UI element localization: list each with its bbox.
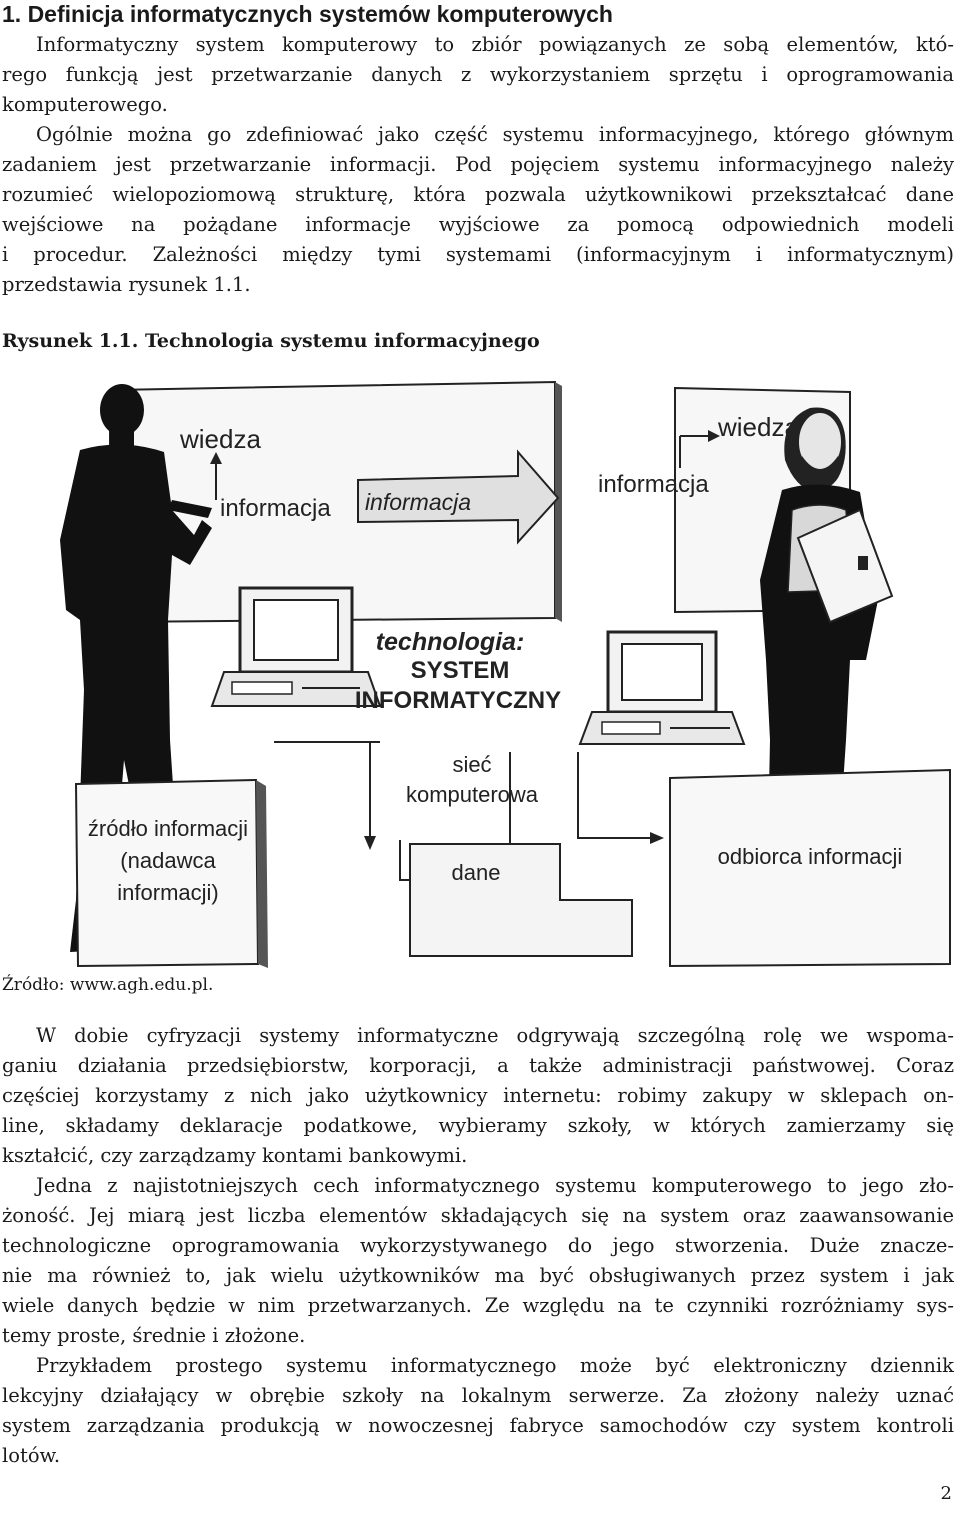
informacja-left-label: informacja xyxy=(220,495,331,522)
informacja-arrow: informacja xyxy=(357,449,560,545)
text-line: temy proste, średnie i złożone. xyxy=(2,1324,306,1347)
komputerowa-label: komputerowa xyxy=(406,782,539,807)
text-line: technologiczne oprogramowania wykorzysty… xyxy=(2,1234,954,1257)
body-paragraphs: W dobie cyfryzacji systemy informatyczne… xyxy=(2,1021,954,1471)
text-line: lekcyjny działający w obrębie szkoły na … xyxy=(2,1384,954,1407)
text-line: rozumieć wielopoziomową strukturę, która… xyxy=(2,183,954,206)
text-line: nie ma również to, jak wielu użytkownikó… xyxy=(2,1264,954,1287)
source-line-2: (nadawca xyxy=(120,848,216,873)
wiedza-left-label: wiedza xyxy=(179,424,261,454)
receiver-label: odbiorca informacji xyxy=(718,844,903,869)
text-line: W dobie cyfryzacji systemy informatyczne… xyxy=(36,1024,954,1047)
text-line: żoność. Jej miarą jest liczba elementów … xyxy=(2,1204,954,1227)
figure-source: Źródło: www.agh.edu.pl. xyxy=(2,975,214,995)
text-line: Jedna z najistotniejszych cech informaty… xyxy=(36,1174,954,1197)
network-arrowhead-right xyxy=(650,832,664,844)
text-line: Informatyczny system komputerowy to zbió… xyxy=(36,33,954,56)
source-line-1: źródło informacji xyxy=(88,816,248,841)
system-label: SYSTEM xyxy=(411,657,510,684)
text-line: lotów. xyxy=(2,1444,61,1467)
text-line: ganiu działania przedsiębiorstw, korpora… xyxy=(2,1054,954,1077)
text-line: częściej korzystamy z nich jako użytkown… xyxy=(2,1084,954,1107)
intro-paragraph: Informatyczny system komputerowy to zbió… xyxy=(2,30,954,300)
text-line: zadaniem jest przetwarzanie informacji. … xyxy=(2,153,954,176)
text-line: kształcić, czy zarządzamy kontami bankow… xyxy=(2,1144,468,1167)
text-line: przedstawia rysunek 1.1. xyxy=(2,273,251,296)
text-line: line, składamy deklaracje podatkowe, wyb… xyxy=(2,1114,954,1137)
papers-held xyxy=(796,508,894,624)
technologia-label: technologia: xyxy=(376,628,525,656)
arrow-label: informacja xyxy=(365,489,471,515)
right-arrowhead xyxy=(708,430,720,442)
receiver-box: odbiorca informacji xyxy=(669,768,951,968)
text-line: wiele danych będzie w nim przetwarzanych… xyxy=(2,1294,954,1317)
figure-illustration: informacja wiedza informacja wiedza info… xyxy=(40,360,960,972)
computer-left xyxy=(210,586,382,707)
page-number: 2 xyxy=(940,1483,952,1504)
source-box: źródło informacji (nadawca informacji) xyxy=(74,778,268,968)
siec-label: sieć xyxy=(452,752,491,777)
left-up-arrowhead xyxy=(210,452,222,464)
source-line-3: informacji) xyxy=(117,880,218,905)
computer-right xyxy=(578,630,746,745)
text-line: i procedur. Zależności między tymi syste… xyxy=(2,243,954,266)
text-line: Ogólnie można go zdefiniować jako część … xyxy=(36,123,954,146)
text-line: wejściowe na pożądane informacje wyjścio… xyxy=(2,213,954,236)
network-arrowhead-down xyxy=(364,836,376,850)
informatyczny-label: INFORMATYCZNY xyxy=(355,687,561,714)
informacja-right-label: informacja xyxy=(598,471,709,498)
text-line: rego funkcją jest przetwarzanie danych z… xyxy=(2,63,954,86)
figure-caption: Rysunek 1.1. Technologia systemu informa… xyxy=(2,330,540,352)
text-line: komputerowego. xyxy=(2,93,168,116)
text-line: system zarządzania produkcją w nowoczesn… xyxy=(2,1414,954,1437)
dane-steps: dane xyxy=(409,843,633,957)
section-heading: 1. Definicja informatycznych systemów ko… xyxy=(2,1,613,27)
dane-label: dane xyxy=(452,860,501,885)
text-line: Przykładem prostego systemu informatyczn… xyxy=(36,1354,954,1377)
